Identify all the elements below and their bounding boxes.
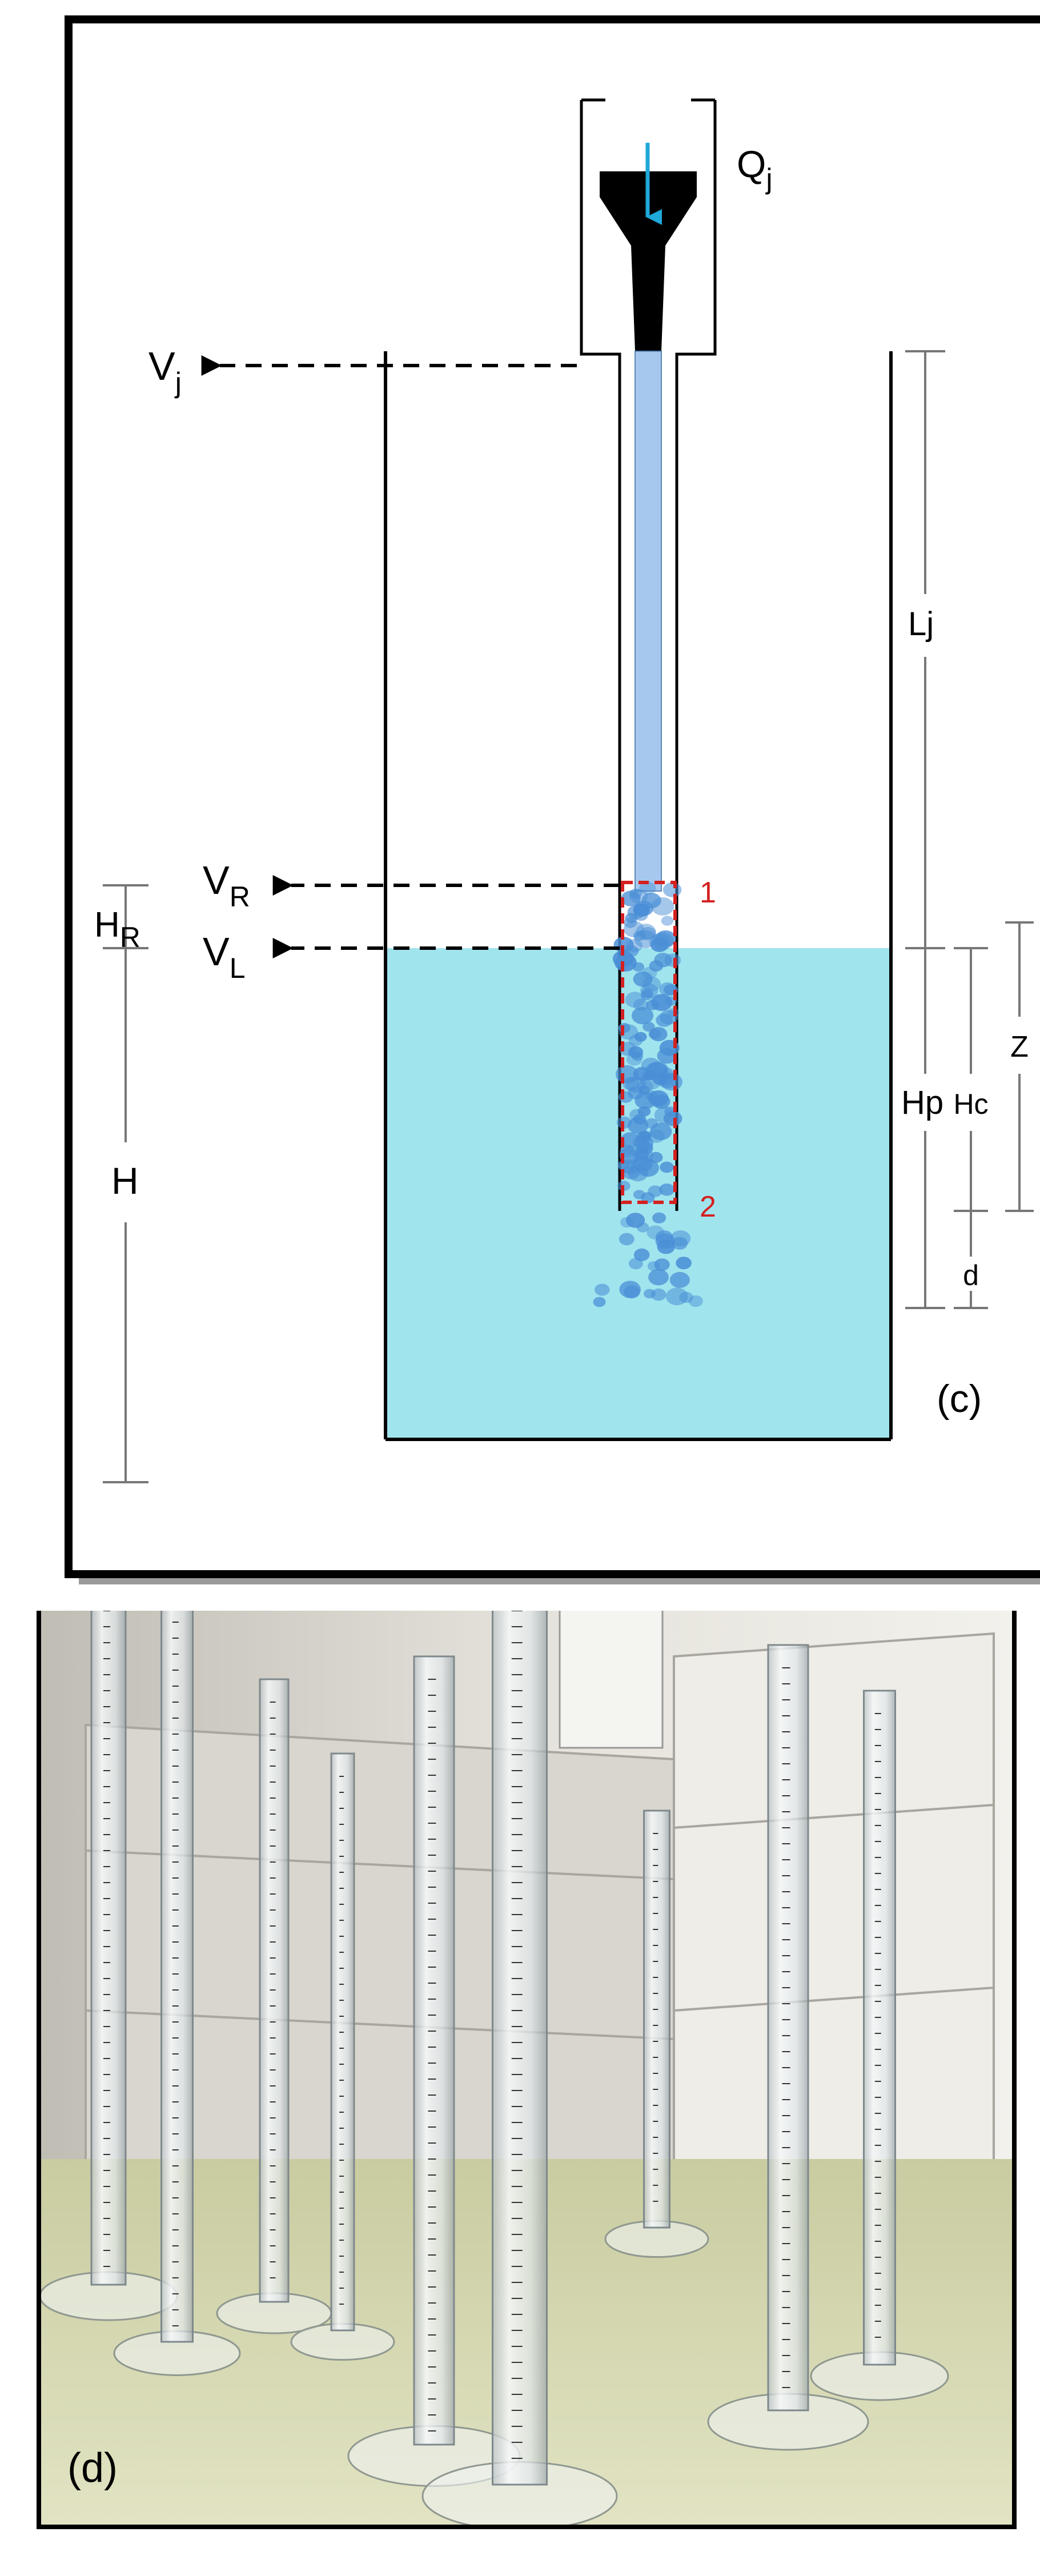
z-dimension-label: Z: [1010, 1030, 1029, 1064]
graduated-cylinder: [160, 1611, 194, 2343]
bubble: [628, 1165, 648, 1182]
bubble: [654, 953, 672, 968]
bubble: [649, 1027, 668, 1041]
bubble: [662, 882, 682, 897]
bubble: [595, 1283, 610, 1296]
bubble: [628, 1046, 644, 1058]
graduated-cylinder: [330, 1752, 355, 2332]
panel-c-label: (c): [937, 1377, 982, 1421]
bubble: [652, 1094, 670, 1109]
d-dimension-label: d: [963, 1259, 979, 1291]
bubble: [679, 1291, 693, 1303]
head-rise-label: HR: [94, 905, 140, 953]
jet-schematic-panel: Qj Vj VR VL 1 2 HR H Lj Hp Hc Zd: [65, 15, 1040, 1584]
panel-c-right-labels: [0, 0, 1040, 1611]
bubble: [652, 1212, 666, 1223]
bubble: [627, 1117, 649, 1134]
bubble-plume: [593, 881, 703, 1307]
graduated-cylinder: [643, 1809, 670, 2229]
graduated-cylinder: [90, 1611, 127, 2286]
bubble: [656, 1013, 673, 1027]
bubble: [672, 1237, 688, 1250]
bubble: [655, 930, 676, 947]
cylinders-photo-panel: (d): [37, 1611, 1017, 2529]
bubble: [648, 1061, 669, 1078]
bubble: [626, 1213, 645, 1228]
bubble: [636, 1141, 653, 1155]
bubble: [661, 916, 674, 926]
bubble: [650, 1122, 672, 1141]
bubble: [643, 1022, 655, 1032]
mixing-section-box: [621, 881, 677, 1204]
bubble: [619, 1281, 641, 1298]
bubble: [625, 913, 638, 923]
flow-rate-label: Qj: [737, 143, 772, 195]
bubble: [593, 1297, 606, 1307]
bubble: [633, 1248, 650, 1261]
bubble: [645, 1070, 657, 1080]
bubble: [640, 926, 656, 940]
bubble: [657, 1048, 677, 1064]
bubble: [620, 1132, 640, 1148]
bubble: [655, 1233, 675, 1249]
graduated-cylinders: [41, 1611, 949, 2525]
bubble: [629, 888, 642, 899]
bubble: [660, 1161, 674, 1173]
graduated-cylinder: [863, 1690, 896, 2366]
bubble: [637, 1080, 653, 1093]
bubble: [623, 921, 644, 937]
graduated-cylinder: [413, 1655, 455, 2446]
nozzle: [600, 171, 697, 351]
bubble: [688, 1295, 703, 1307]
section-2-label: 2: [700, 1190, 716, 1223]
bubble: [639, 1130, 652, 1141]
bubble: [631, 1006, 654, 1025]
jet-length-label: Lj: [908, 605, 934, 643]
bubble: [661, 1073, 682, 1091]
rise-velocity-label: VR: [203, 858, 250, 913]
bubble: [641, 988, 654, 998]
bubble: [650, 1288, 666, 1301]
head-label: H: [111, 1159, 139, 1202]
bubble: [646, 1000, 659, 1010]
bubble: [648, 1269, 669, 1286]
bubble: [654, 1258, 670, 1271]
bubble: [651, 897, 674, 916]
bubble: [633, 1190, 645, 1199]
bubble: [642, 976, 661, 992]
jet-tube: [635, 351, 662, 892]
bubble: [676, 1257, 692, 1270]
nozzle-holder-right: [675, 100, 717, 1211]
liquid-velocity-label: VL: [203, 929, 246, 984]
panel-d-label: (d): [67, 2445, 118, 2491]
bubble: [632, 962, 645, 972]
left-dimension-lines: [103, 884, 148, 1483]
bubble: [619, 1146, 641, 1165]
nozzle-holder: [580, 100, 621, 1211]
jet-velocity-label: Vj: [148, 344, 182, 399]
notice-paper: [559, 1611, 664, 1749]
right-dimension-lines: [905, 350, 1034, 1309]
bubble: [619, 1233, 635, 1246]
section-1-label: 1: [700, 876, 716, 909]
bubble: [649, 1151, 663, 1163]
bubble: [669, 1271, 690, 1288]
hc-dimension-label: Hc: [953, 1088, 988, 1120]
penetration-label: Hp: [901, 1084, 943, 1121]
bubble: [659, 1183, 675, 1196]
graduated-cylinder: [767, 1644, 809, 2412]
bubble: [639, 881, 656, 895]
graduated-cylinder: [492, 1611, 548, 2486]
bubble: [624, 945, 639, 957]
